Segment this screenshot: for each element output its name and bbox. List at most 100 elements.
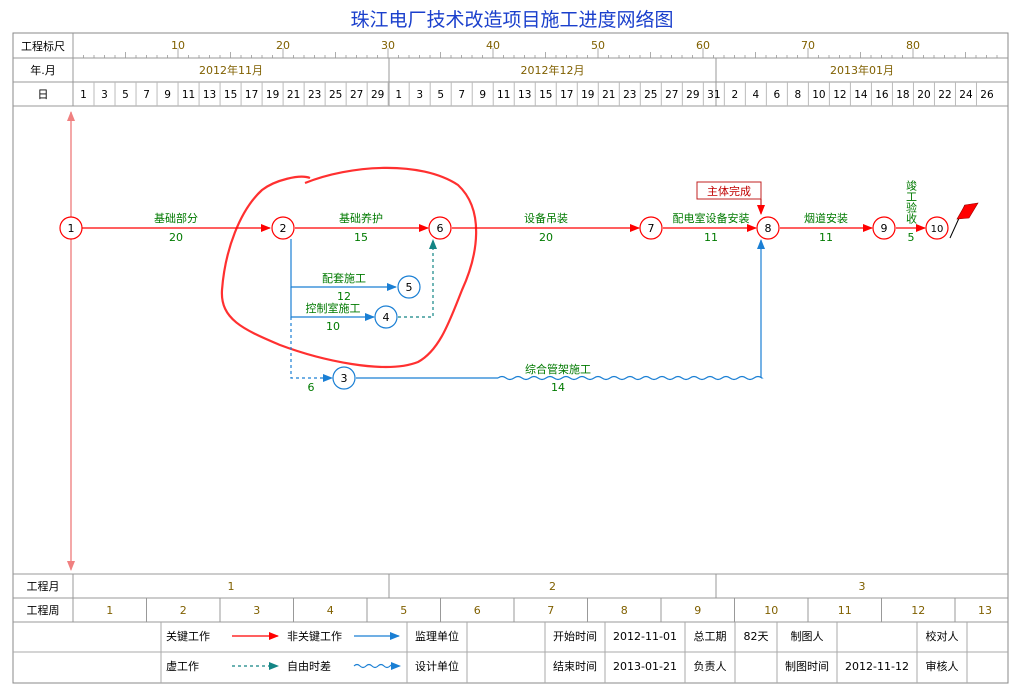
milestone-label: 主体完成 — [707, 184, 751, 198]
activity-duration: 11 — [704, 231, 718, 244]
milestone-box — [696, 181, 762, 200]
day-cell: 9 — [164, 89, 171, 101]
finish-flag-icon — [949, 202, 979, 239]
project-week-cell: 5 — [400, 604, 407, 617]
scale-tick-label: 10 — [171, 39, 185, 52]
node-9[interactable]: 9 — [872, 216, 896, 240]
project-week-cell: 4 — [327, 604, 334, 617]
project-week-label: 工程周 — [27, 604, 60, 617]
day-cell: 19 — [581, 89, 594, 101]
node-label: 1 — [68, 222, 75, 235]
total-duration-label: 总工期 — [694, 629, 727, 643]
node-label: 4 — [383, 311, 390, 324]
dummy-2-3[interactable] — [290, 317, 333, 382]
day-cell: 25 — [644, 89, 657, 101]
legend-freefloat-label: 自由时差 — [287, 659, 331, 673]
day-cell: 1 — [395, 89, 402, 101]
node-6[interactable]: 6 — [428, 216, 452, 240]
end-time-label: 结束时间 — [553, 660, 597, 673]
scale-tick-label: 70 — [801, 39, 815, 52]
arrow-3-8-float[interactable] — [497, 375, 764, 381]
day-cell: 9 — [479, 89, 486, 101]
node-label: 3 — [341, 372, 348, 385]
day-cell: 12 — [833, 89, 846, 101]
scale-tick-label: 40 — [486, 39, 500, 52]
legend-table: 关键工作 非关键工作 虚工作 自由时差 监理单位 设计单位 开始时间 2012-… — [13, 622, 1008, 683]
node-label: 10 — [931, 224, 944, 235]
project-week-cell: 9 — [694, 604, 701, 617]
scale-tick-label: 80 — [906, 39, 920, 52]
day-cell: 13 — [203, 89, 216, 101]
diagram-title: 珠江电厂技术改造项目施工进度网络图 — [350, 9, 673, 31]
node-1[interactable]: 1 — [59, 216, 83, 240]
node-2[interactable]: 2 — [271, 216, 295, 240]
month-cell: 2013年01月 — [830, 63, 894, 77]
day-cell: 18 — [896, 89, 909, 101]
checker-label: 校对人 — [926, 629, 959, 643]
day-cell: 10 — [812, 89, 825, 101]
activity-duration: 20 — [169, 231, 183, 244]
owner-label: 负责人 — [694, 659, 727, 673]
node-10[interactable]: 10 — [925, 216, 949, 240]
node-3[interactable]: 3 — [332, 366, 356, 390]
node-4[interactable]: 4 — [374, 305, 398, 329]
activity-name: 配套施工 — [322, 272, 366, 285]
activity-duration: 15 — [354, 231, 368, 244]
day-cell: 1 — [80, 89, 87, 101]
project-week-cell: 6 — [474, 604, 481, 617]
milestone-marker[interactable]: 主体完成 — [696, 181, 765, 215]
day-cell: 13 — [518, 89, 531, 101]
day-cell: 14 — [854, 89, 868, 101]
day-cell: 21 — [287, 89, 300, 101]
network-nodes: 1 2 3 4 5 6 7 8 9 10 — [59, 216, 949, 390]
total-duration-value: 82天 — [744, 630, 769, 643]
scale-tick-label: 60 — [696, 39, 710, 52]
day-cell: 31 — [707, 89, 720, 101]
activity-duration: 12 — [337, 290, 351, 303]
month-row-label: 年.月 — [30, 63, 56, 77]
day-cell: 29 — [686, 89, 699, 101]
reviewer-label: 审核人 — [926, 659, 959, 673]
node-label: 9 — [881, 222, 888, 235]
day-cell: 27 — [665, 89, 678, 101]
day-cell: 19 — [266, 89, 279, 101]
project-week-cell: 7 — [547, 604, 554, 617]
dummy-duration: 6 — [308, 381, 315, 394]
activity-name: 烟道安装 — [804, 211, 848, 225]
day-cell: 23 — [623, 89, 636, 101]
day-cell: 16 — [875, 89, 889, 101]
node-label: 7 — [648, 222, 655, 235]
day-cell: 25 — [329, 89, 342, 101]
day-cell: 23 — [308, 89, 321, 101]
activity-name: 综合管架施工 — [525, 362, 591, 376]
draw-time-value: 2012-11-12 — [845, 660, 909, 673]
dummy-4-6[interactable] — [398, 239, 437, 318]
node-8[interactable]: 8 — [756, 216, 780, 240]
node-7[interactable]: 7 — [639, 216, 663, 240]
project-month-cell: 1 — [228, 580, 235, 593]
project-month-cell: 2 — [549, 580, 556, 593]
day-cell: 22 — [938, 89, 951, 101]
project-week-cell: 10 — [764, 604, 778, 617]
day-cell: 21 — [602, 89, 615, 101]
day-cell: 24 — [959, 89, 973, 101]
month-cell: 2012年11月 — [199, 63, 263, 77]
supervisor-label: 监理单位 — [415, 629, 459, 643]
day-cell: 20 — [917, 89, 930, 101]
activity-duration: 5 — [908, 231, 915, 244]
start-time-label: 开始时间 — [553, 629, 597, 643]
activity-duration: 11 — [819, 231, 833, 244]
project-week-cell: 12 — [911, 604, 925, 617]
scale-tick-label: 20 — [276, 39, 290, 52]
activity-name: 基础部分 — [154, 211, 198, 225]
day-cell: 7 — [143, 89, 150, 101]
day-cell: 26 — [980, 89, 994, 101]
handdrawn-circle-annotation — [220, 166, 478, 368]
node-5[interactable]: 5 — [397, 275, 421, 299]
drawer-label: 制图人 — [791, 630, 824, 643]
scale-tick-label: 50 — [591, 39, 605, 52]
draw-time-label: 制图时间 — [785, 660, 829, 673]
node-label: 5 — [406, 281, 413, 294]
day-cell: 11 — [182, 89, 195, 101]
day-cell: 3 — [416, 89, 423, 101]
